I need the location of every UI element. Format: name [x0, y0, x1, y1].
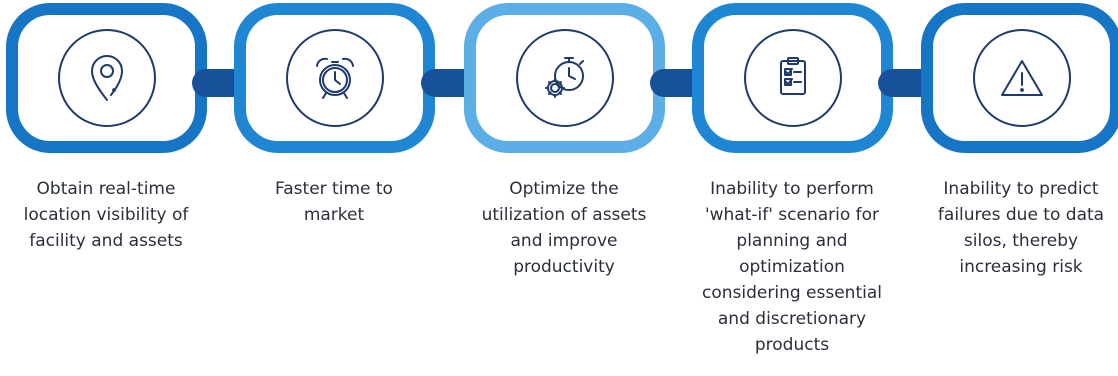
step-4-frame [692, 3, 893, 153]
step-5-label: Inability to predict failures due to dat… [937, 179, 1105, 277]
step-2-frame [234, 3, 435, 153]
clipboard-checklist-icon [743, 29, 842, 127]
alarm-clock-icon [285, 29, 384, 127]
location-pin-icon [57, 29, 156, 127]
step-4-label: Inability to perform 'what-if' scenario … [702, 179, 882, 355]
step-3-frame [464, 3, 665, 153]
warning-triangle-icon [972, 29, 1071, 127]
step-5-frame [921, 3, 1118, 153]
stopwatch-gear-icon [515, 29, 614, 127]
step-1-frame [6, 3, 207, 153]
step-3-label: Optimize the utilization of assets and i… [481, 179, 647, 277]
step-1-label: Obtain real-time location visibility of … [23, 179, 189, 251]
step-2-label: Faster time to market [275, 179, 393, 225]
